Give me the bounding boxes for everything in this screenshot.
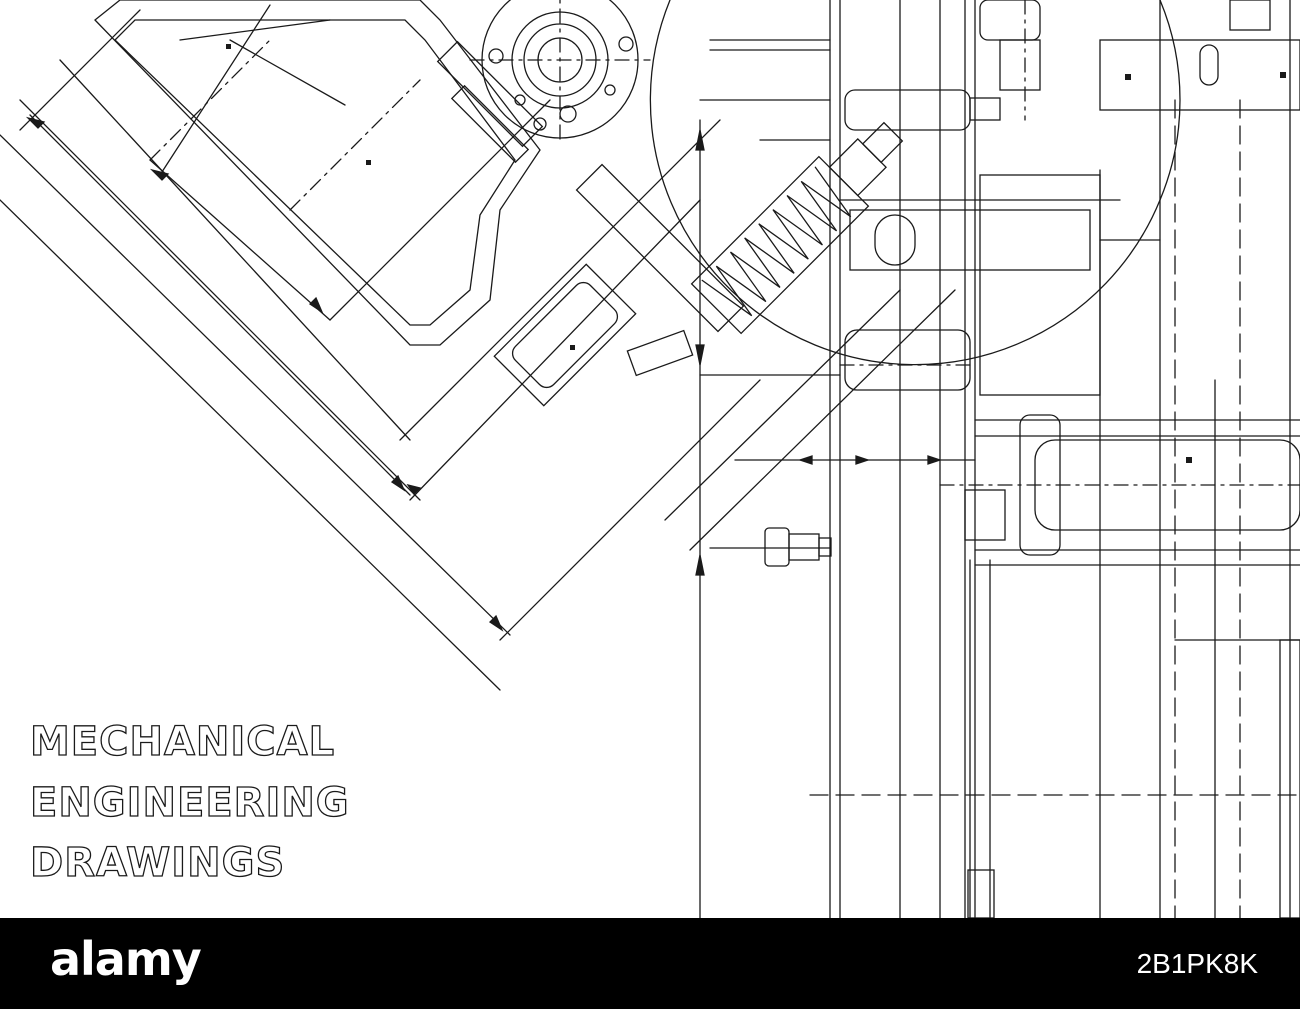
horizontal-bar-assembly [939,414,1300,918]
blueprint-canvas: MECHANICAL ENGINEERING DRAWINGS [0,0,1300,918]
brand-logo[interactable]: alamy [50,932,202,986]
upper-right-components [699,0,1300,396]
image-id-label: 2B1PK8K [1136,948,1258,979]
large-arc [649,0,1181,918]
round-flange [469,0,651,141]
watermark-footer: alamy 2B1PK8K [0,918,1300,1009]
title-line-2: ENGINEERING [30,780,350,826]
drawing-title: MECHANICAL ENGINEERING DRAWINGS [29,718,350,886]
title-line-3: DRAWINGS [30,840,285,886]
dimension-arrows [25,116,943,632]
vertical-columns [699,0,1291,918]
horizontal-dimensions [699,364,1300,918]
angled-housing [94,0,544,346]
engineering-drawing: MECHANICAL ENGINEERING DRAWINGS [0,0,1300,918]
side-bolt [709,527,832,567]
spring-assembly [690,121,904,335]
diagonal-dimension-lines [0,4,956,691]
title-line-1: MECHANICAL [30,719,335,765]
center-marks [226,44,1286,463]
square-tube-block [493,163,745,407]
